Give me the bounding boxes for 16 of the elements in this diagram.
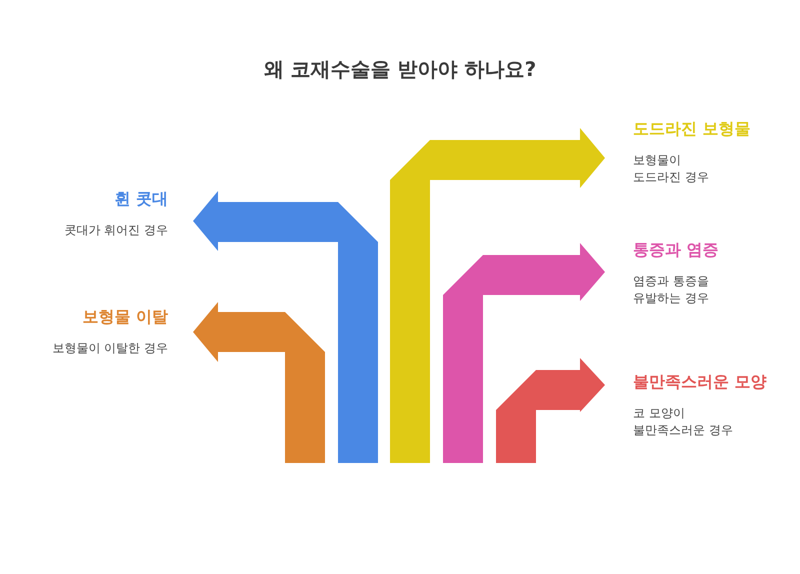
bent-arrow <box>390 128 605 463</box>
heading: 불만족스러운 모양 <box>633 372 768 393</box>
bent-arrow <box>443 243 605 463</box>
heading: 통증과 염증 <box>633 240 720 261</box>
title: 왜 코재수술을 받아야 하나요? <box>262 56 538 83</box>
description: 보형물이 이탈한 경우 <box>51 340 168 357</box>
heading: 보형물 이탈 <box>81 307 168 328</box>
bent-arrow <box>496 358 605 463</box>
bent-arrow <box>193 191 378 463</box>
description: 염증과 통증을 유발하는 경우 <box>633 273 710 307</box>
heading: 도드라진 보형물 <box>633 119 752 140</box>
bent-arrow <box>193 302 325 463</box>
description: 콧대가 휘어진 경우 <box>63 222 168 239</box>
description: 코 모양이 불만족스러운 경우 <box>633 405 734 439</box>
heading: 휜 콧대 <box>113 189 168 210</box>
description: 보형물이 도드라진 경우 <box>633 152 710 186</box>
